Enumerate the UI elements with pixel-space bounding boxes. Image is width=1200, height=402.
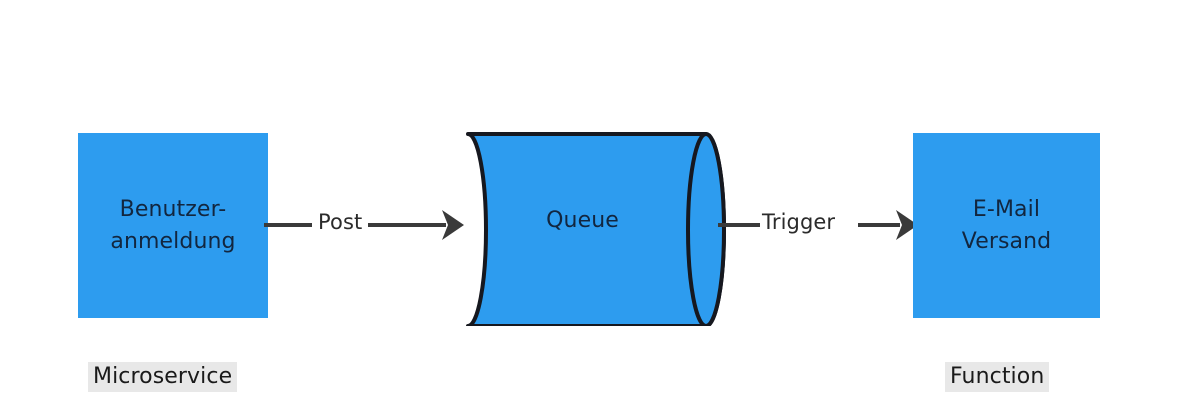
edge-trigger-arrow [718, 210, 918, 240]
queue-cylinder-body [466, 132, 726, 326]
caption-microservice: Microservice [88, 362, 238, 392]
node-user-signup[interactable]: Benutzer- anmeldung [78, 133, 268, 318]
node-email-dispatch-label-line2: Versand [961, 228, 1052, 254]
edge-post-label: Post [318, 210, 363, 234]
edge-trigger-label: Trigger [762, 210, 836, 234]
edge-post-arrowhead-icon [442, 210, 464, 240]
node-user-signup-label-line2: anmeldung [110, 228, 236, 254]
queue-cylinder-cap [686, 132, 726, 326]
edge-post-arrow [264, 210, 464, 240]
node-queue[interactable] [452, 126, 732, 326]
node-user-signup-label-line1: Benutzer- [119, 196, 227, 222]
node-email-dispatch-label-line1: E-Mail [972, 196, 1041, 222]
edge-trigger-arrowhead-icon [896, 210, 918, 240]
caption-function: Function [945, 362, 1050, 392]
node-email-dispatch[interactable]: E-Mail Versand [913, 133, 1100, 318]
